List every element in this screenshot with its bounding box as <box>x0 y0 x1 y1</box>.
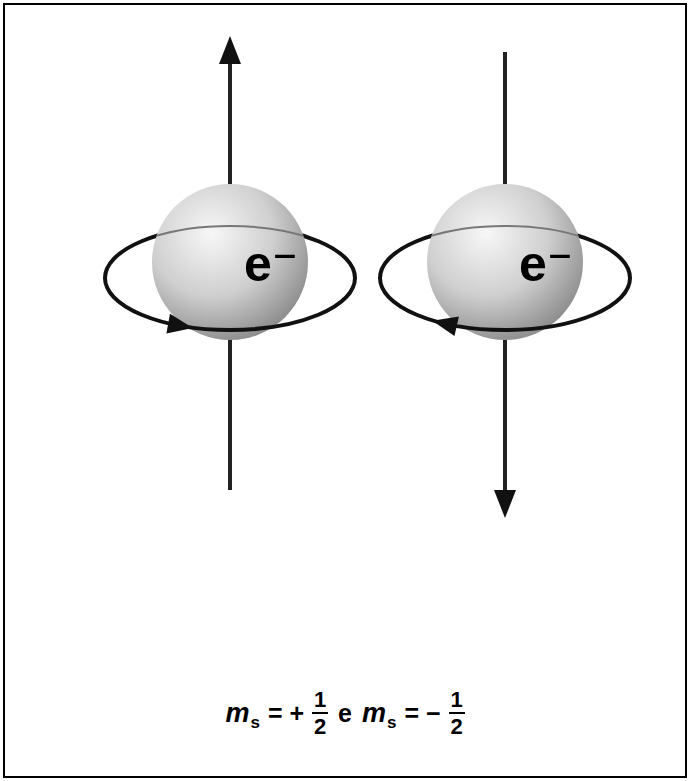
orbit-arrowhead <box>430 311 459 336</box>
symbol-subscript: s <box>387 713 396 733</box>
numerator: 1 <box>314 688 326 711</box>
denominator: 2 <box>450 715 462 738</box>
fraction-bar <box>449 712 465 714</box>
equals-sign: = − <box>404 699 440 728</box>
orbit-back <box>380 226 630 278</box>
symbol-letter: m <box>225 698 249 729</box>
spin-formula: ms= +12ems= −12 <box>0 688 690 738</box>
fraction-bar <box>312 712 328 714</box>
spin-axis <box>228 60 232 490</box>
axis-arrowhead <box>219 36 241 64</box>
symbol-subscript: s <box>250 713 259 733</box>
denominator: 2 <box>314 715 326 738</box>
quantum-number-symbol: ms <box>362 698 396 729</box>
orbit-front <box>380 278 630 330</box>
equals-sign: = + <box>268 699 304 728</box>
axis-arrowhead <box>494 490 516 518</box>
fraction: 12 <box>312 688 328 738</box>
electron-sphere: e⁻ <box>152 184 308 340</box>
spin-axis <box>503 52 507 494</box>
electron-sphere: e⁻ <box>427 184 583 340</box>
quantum-number-symbol: ms <box>225 698 259 729</box>
electron-symbol: e⁻ <box>519 239 573 289</box>
orbit-front <box>105 278 355 330</box>
sphere <box>427 184 583 340</box>
fraction: 12 <box>449 688 465 738</box>
conjunction: e <box>338 699 352 728</box>
sphere <box>152 184 308 340</box>
electron-symbol: e⁻ <box>244 239 298 289</box>
numerator: 1 <box>450 688 462 711</box>
orbit-arrowhead <box>166 314 194 338</box>
symbol-letter: m <box>362 698 386 729</box>
orbit-back <box>105 226 355 278</box>
orbit-hidden <box>105 226 355 278</box>
picture-frame <box>3 3 687 778</box>
orbit-hidden <box>380 226 630 278</box>
